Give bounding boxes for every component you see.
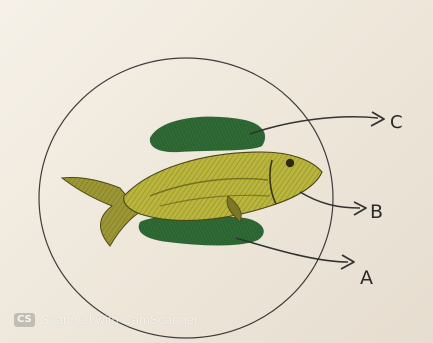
camscanner-logo-icon: CS [14,313,35,327]
watermark-text: Scanned with CamScanner [41,312,199,327]
label-b: B [370,201,383,223]
camscanner-watermark: CS Scanned with CamScanner [14,312,198,327]
label-a: A [360,267,373,289]
label-c: C [390,112,403,133]
arrow-a [236,238,354,269]
green-layer-top [150,117,265,153]
fish-eye [286,159,294,167]
arrow-c [250,112,384,134]
